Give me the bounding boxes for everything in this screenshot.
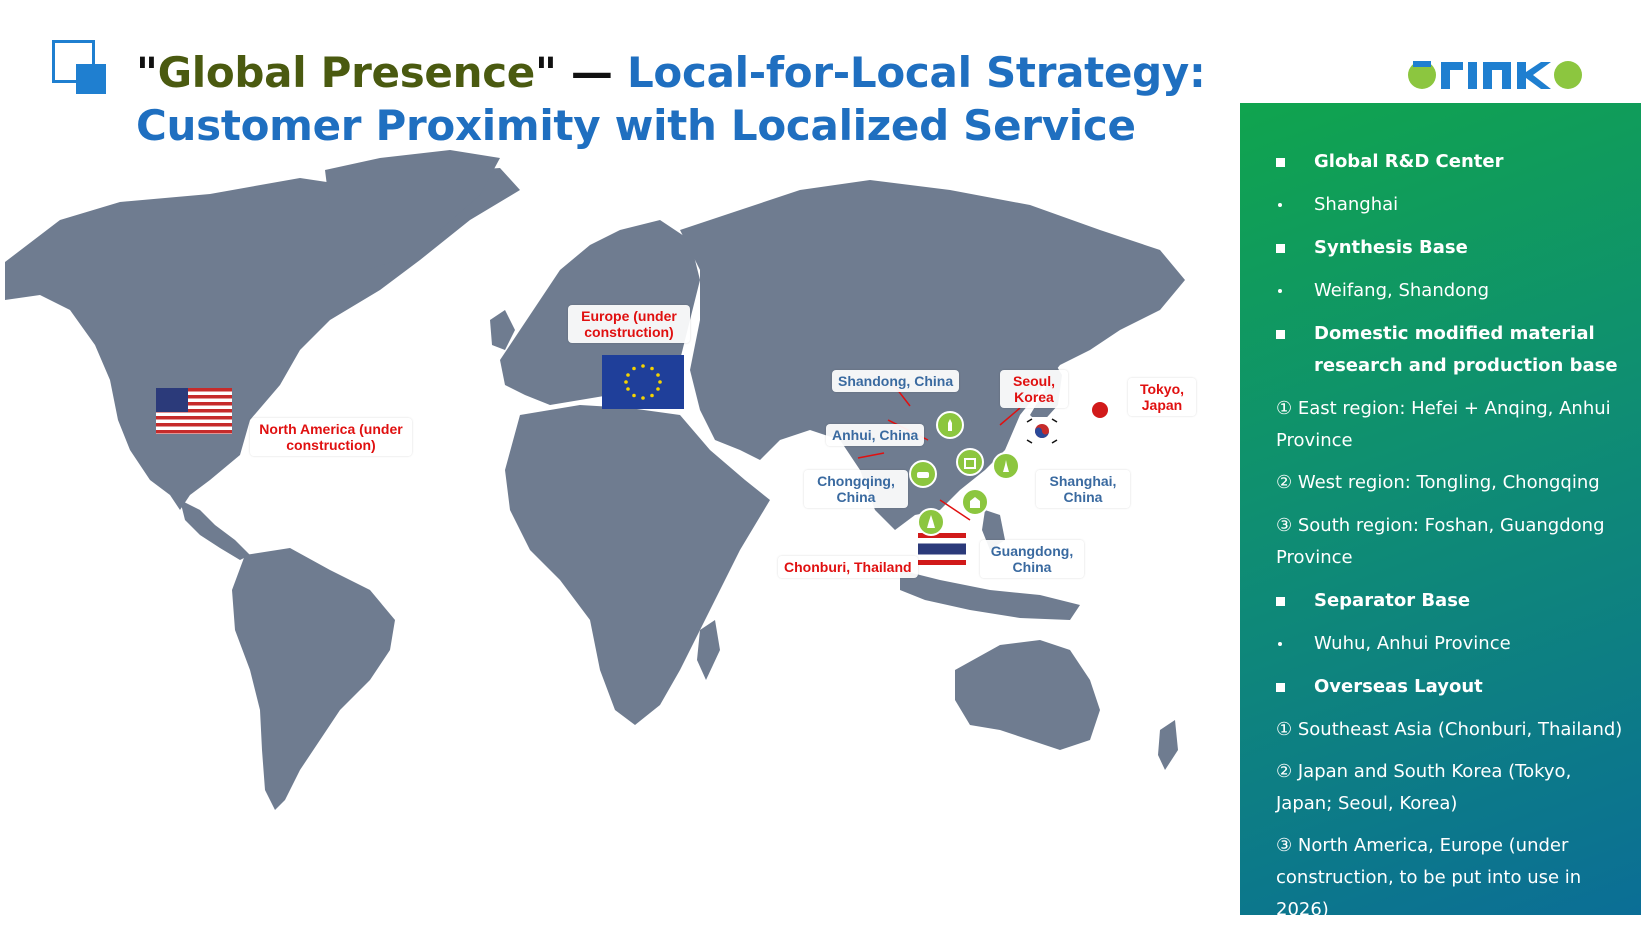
panel-heading-domestic: Domestic modified material research and … (1276, 318, 1629, 382)
greenland-landmass (325, 150, 500, 270)
madagascar-landmass (697, 620, 720, 680)
label-shandong: Shandong, China (832, 370, 960, 392)
eu-flag-icon (602, 355, 684, 409)
chongqing-pin-icon (909, 460, 937, 488)
info-panel: Global R&D Center Shanghai Synthesis Bas… (1240, 103, 1641, 920)
label-guangdong: Guangdong, China (980, 540, 1084, 578)
panel-heading-rd: Global R&D Center (1276, 146, 1629, 178)
usa-flag-icon (156, 388, 232, 434)
new-zealand-landmass (1158, 720, 1178, 770)
panel-item-rd-location: Shanghai (1276, 189, 1629, 221)
chonburi-pin-icon (917, 508, 945, 536)
central-america-landmass (180, 500, 250, 560)
world-map (5, 150, 1185, 810)
uk-landmass (490, 310, 515, 350)
panel-item-na-eu: ③ North America, Europe (under construct… (1276, 835, 1582, 920)
panel-item-west: ② West region: Tongling, Chongqing (1276, 472, 1600, 493)
label-europe: Europe (under construction) (568, 305, 690, 343)
label-seoul: Seoul, Korea (1000, 370, 1068, 408)
label-north-america: North America (under construction) (250, 418, 412, 456)
panel-item-jk: ② Japan and South Korea (Tokyo, Japan; S… (1276, 761, 1572, 814)
slide-corner-logo-icon (52, 40, 106, 94)
world-map-continents (5, 150, 1185, 810)
anhui-pin-icon (956, 448, 984, 476)
title-quote-open: " (136, 48, 158, 97)
label-tokyo: Tokyo, Japan (1128, 378, 1196, 416)
title-dash: — (556, 48, 627, 97)
title-highlight: Global Presence (157, 48, 536, 97)
panel-item-separator-location: Wuhu, Anhui Province (1276, 628, 1629, 660)
australia-landmass (955, 640, 1100, 750)
guangdong-pin-icon (961, 488, 989, 516)
korea-flag-icon (1022, 417, 1062, 445)
page-title: "Global Presence" — Local-for-Local Stra… (136, 46, 1366, 152)
label-anhui: Anhui, China (826, 424, 925, 446)
label-chongqing: Chongqing, China (804, 470, 908, 508)
panel-item-east: ① East region: Hefei + Anqing, Anhui Pro… (1276, 398, 1611, 451)
panel-heading-synthesis: Synthesis Base (1276, 232, 1629, 264)
panel-heading-overseas: Overseas Layout (1276, 671, 1629, 703)
indonesia-landmass (900, 570, 1080, 620)
shanghai-pin-icon (992, 452, 1020, 480)
south-america-landmass (232, 548, 395, 810)
shandong-pin-icon (936, 411, 964, 439)
panel-item-south: ③ South region: Foshan, Guangdong Provin… (1276, 515, 1605, 568)
asia-landmass (680, 180, 1185, 530)
japan-flag-icon (1080, 396, 1120, 424)
title-rest: Local-for-Local Strategy: Customer Proxi… (136, 48, 1206, 150)
title-quote-close: " (535, 48, 557, 97)
thailand-flag-icon (918, 533, 966, 565)
label-shanghai: Shanghai, China (1036, 470, 1130, 508)
panel-item-sea: ① Southeast Asia (Chonburi, Thailand) (1276, 719, 1623, 740)
orinko-logo-icon (1408, 61, 1582, 89)
panel-item-synthesis-location: Weifang, Shandong (1276, 275, 1629, 307)
africa-landmass (505, 405, 770, 725)
label-chonburi: Chonburi, Thailand (778, 556, 918, 578)
panel-heading-separator: Separator Base (1276, 585, 1629, 617)
